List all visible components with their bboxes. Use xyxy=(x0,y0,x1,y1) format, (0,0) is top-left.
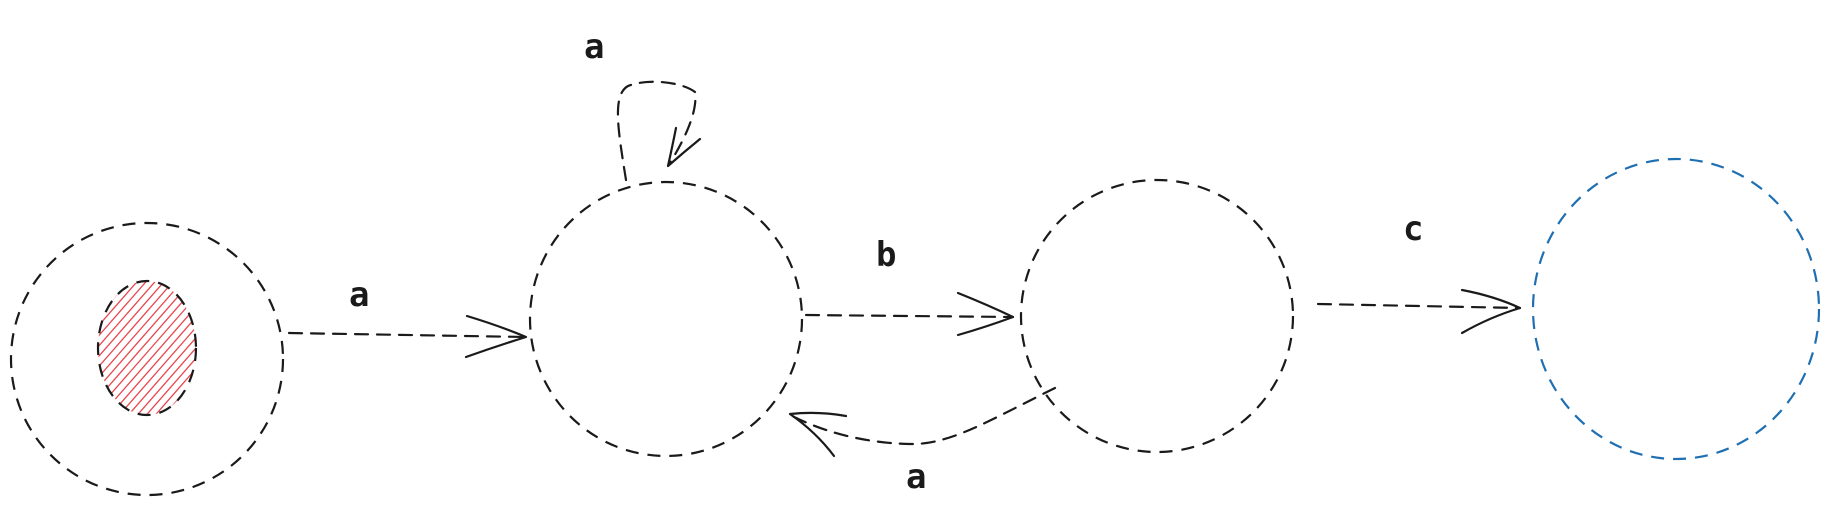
hatch-line xyxy=(98,281,196,415)
state-s1 xyxy=(528,180,804,458)
arrowhead xyxy=(666,126,702,168)
hatch-line xyxy=(98,281,159,415)
arrowhead xyxy=(464,314,528,359)
start-inner-marker xyxy=(96,279,198,417)
hatch-line xyxy=(98,281,195,415)
hatch-line xyxy=(152,281,196,415)
transition-s0-s1: a xyxy=(287,275,528,359)
hatch-line xyxy=(107,281,196,415)
edge-label-s2-s1: a xyxy=(906,457,926,497)
hatch-line xyxy=(98,281,196,415)
hatch-line xyxy=(98,281,114,415)
hatch-line xyxy=(98,281,105,415)
transition-s1-loop: a xyxy=(584,27,702,182)
hatch-line xyxy=(98,281,177,415)
arrowhead xyxy=(1460,288,1522,335)
hatch-line xyxy=(98,281,196,415)
hatch-line xyxy=(98,281,168,415)
edge-label-s1-s2: b xyxy=(876,235,896,275)
edge-label-s2-s3: c xyxy=(1403,209,1423,249)
hatch-line xyxy=(98,281,150,415)
hatch-line xyxy=(134,281,196,415)
hatch-line xyxy=(170,281,196,415)
transition-s2-s1: a xyxy=(788,386,1057,497)
state-s0 xyxy=(0,221,356,497)
hatch-line xyxy=(143,281,196,415)
hatch-line xyxy=(98,281,196,415)
hatch-line xyxy=(198,268,338,428)
state-s2 xyxy=(1019,178,1295,454)
edge-label-s0-s1: a xyxy=(349,275,369,315)
hatch-line xyxy=(125,281,196,415)
hatch-line xyxy=(207,268,347,428)
hatch-line xyxy=(179,281,196,415)
hatch-line xyxy=(0,268,86,428)
hatch-line xyxy=(0,268,95,428)
transition-s1-s2: b xyxy=(804,235,1015,337)
edge-label-s1-loop: a xyxy=(584,27,604,67)
state-s3 xyxy=(1531,157,1821,461)
hatch-line xyxy=(0,268,77,428)
arrowhead xyxy=(956,291,1015,337)
hatch-line xyxy=(98,281,186,415)
arrowhead xyxy=(788,411,848,458)
transition-s2-s3: c xyxy=(1316,209,1522,335)
hatch-line xyxy=(116,281,196,415)
hatch-line xyxy=(216,268,356,428)
start-hatch xyxy=(0,268,356,428)
hatch-line xyxy=(161,281,196,415)
hatch-line xyxy=(188,281,196,415)
hatch-line xyxy=(98,281,196,415)
